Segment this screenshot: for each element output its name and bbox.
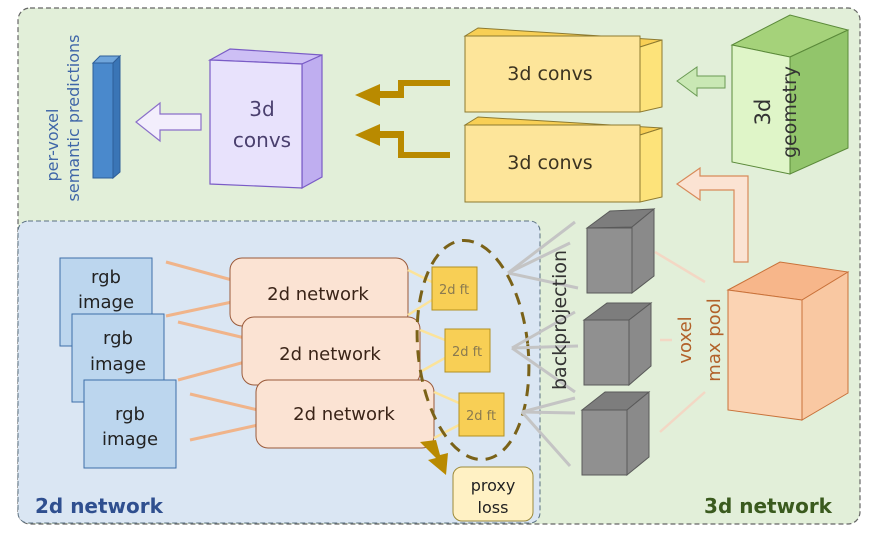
region-3d-network-label: 3d network bbox=[704, 494, 833, 518]
pooled-voxel-block bbox=[726, 261, 850, 421]
region-2d-network-label: 2d network bbox=[35, 494, 164, 518]
backprojection-label: backprojection bbox=[549, 250, 571, 390]
voxel-max-pool-line2: max pool bbox=[704, 298, 725, 381]
output-label-line1: per-voxel bbox=[43, 109, 62, 182]
feature-group-ellipse bbox=[415, 238, 531, 462]
proxy-loss-line1: proxy bbox=[471, 476, 516, 495]
image-to-network-lines bbox=[165, 260, 259, 442]
feature-2d-3-label: 2d ft bbox=[466, 409, 496, 424]
rgb-image-2-line2: image bbox=[90, 354, 146, 375]
voxel-cube-1 bbox=[585, 207, 656, 295]
feature-2d-3 bbox=[458, 392, 505, 437]
rgb-image-1-line1: rgb bbox=[91, 267, 121, 288]
geometry-block bbox=[730, 14, 850, 175]
arrow-to-predictions bbox=[135, 101, 202, 143]
merge-arrow-top bbox=[355, 80, 450, 106]
backprojection-lines bbox=[507, 220, 579, 467]
final-3d-convs-block bbox=[207, 48, 323, 190]
conv-block-bottom-label: 3d convs bbox=[507, 152, 592, 174]
network-to-feature-lines bbox=[407, 268, 460, 440]
final-convs-line1: 3d bbox=[249, 97, 274, 121]
conv-block-bottom bbox=[463, 116, 663, 203]
rgb-image-1-line2: image bbox=[78, 292, 134, 313]
rgb-image-3-line1: rgb bbox=[115, 404, 145, 425]
network-2d-2-label: 2d network bbox=[279, 344, 381, 365]
feature-2d-2 bbox=[444, 328, 491, 373]
feature-2d-1-label: 2d ft bbox=[439, 283, 469, 298]
max-pool-lines bbox=[654, 250, 706, 433]
voxel-max-pool-line1: voxel bbox=[675, 316, 696, 363]
rgb-image-3-line2: image bbox=[102, 429, 158, 450]
voxel-cube-3 bbox=[580, 390, 651, 477]
geometry-line1: 3d bbox=[751, 99, 775, 126]
rgb-image-2-line1: rgb bbox=[103, 328, 133, 349]
feature-2d-2-label: 2d ft bbox=[452, 345, 482, 360]
final-convs-line2: convs bbox=[233, 128, 291, 152]
merge-arrow-bottom bbox=[355, 124, 450, 158]
conv-block-top bbox=[463, 27, 663, 113]
voxel-cube-2 bbox=[582, 301, 653, 387]
network-2d-3-label: 2d network bbox=[293, 404, 395, 425]
arrow-from-max-pool bbox=[675, 166, 749, 263]
feature-2d-1 bbox=[431, 266, 478, 311]
arrow-to-proxy-loss bbox=[420, 440, 448, 475]
geometry-line2: geometry bbox=[779, 66, 801, 158]
arrow-from-geometry bbox=[676, 66, 726, 97]
conv-block-top-label: 3d convs bbox=[507, 63, 592, 85]
proxy-loss-line2: loss bbox=[478, 498, 509, 517]
rgb-image-3 bbox=[83, 379, 177, 469]
output-label-line2: semantic predictions bbox=[64, 35, 83, 202]
network-2d-1-label: 2d network bbox=[267, 284, 369, 305]
prediction-bar bbox=[91, 54, 122, 180]
proxy-loss-box bbox=[452, 466, 534, 522]
